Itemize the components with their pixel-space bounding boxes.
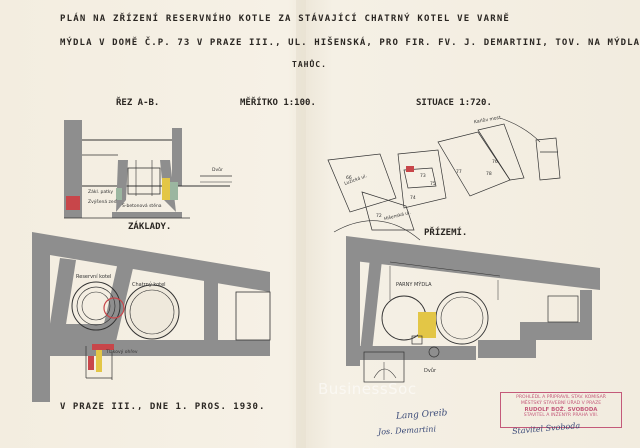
scale-heading: MĚŘÍTKO 1:100. <box>240 98 316 108</box>
support-label: Tlakový ohřev <box>106 350 138 355</box>
foundations-heading: ZÁKLADY. <box>128 222 172 232</box>
section-yard-label: Dvůr <box>212 168 223 173</box>
parcel-number: 75 <box>430 182 436 187</box>
parcel-number: 76 <box>492 160 498 165</box>
stamp-line: RUDOLF BOŽ. SVOBODA <box>524 407 598 413</box>
parcel-number: 66 <box>346 176 352 181</box>
ground-floor-heading: PŘÍZEMÍ. <box>424 228 468 238</box>
stamp-line: MĚSTSKÝ STAVEBNÍ ÚŘAD V PRAZE <box>520 401 602 406</box>
section-note: Zákl. patky <box>88 190 114 195</box>
parcel-number: 77 <box>456 170 462 175</box>
parcel-number: 78 <box>486 172 492 177</box>
ground-floor-plan <box>346 236 600 383</box>
official-stamp: PROHLÉDL A PŘIPRAVIL STAV. KOMISAŘ MĚSTS… <box>500 392 622 428</box>
section-drawing <box>64 120 232 219</box>
parcel-number: 73 <box>420 174 426 179</box>
soap-hall-label: PARNY MÝDLA <box>396 282 432 288</box>
section-heading: ŘEZ A-B. <box>116 98 160 108</box>
title-line-3: TAHŮC. <box>292 60 327 69</box>
foundations-plan <box>32 232 271 402</box>
title-line-2: MÝDLA V DOMĚ Č.P. 73 V PRAZE III., UL. H… <box>60 38 640 48</box>
stamp-line: STAVITEL A INŽENÝR PRAHA VIII. <box>523 413 599 418</box>
yard-label: Dvůr <box>424 368 437 374</box>
parcel-number: 72 <box>376 214 382 219</box>
fold-line <box>296 0 306 448</box>
section-note: Zvýšená zeď <box>88 200 117 205</box>
reserve-boiler-label: Reservní kotel <box>76 274 112 280</box>
parcel-number: 74 <box>410 196 416 201</box>
situation-heading: SITUACE 1:720. <box>416 98 492 108</box>
stamp-line: PROHLÉDL A PŘIPRAVIL STAV. KOMISAŘ <box>516 395 606 400</box>
watermark: BusinessSoc <box>318 380 417 398</box>
title-line-1: PLÁN NA ZŘÍZENÍ RESERVNÍHO KOTLE ZA STÁV… <box>60 14 511 24</box>
date-line: V PRAZE III., DNE 1. PROS. 1930. <box>60 402 266 412</box>
situation-map <box>327 117 561 241</box>
old-boiler-label: Chatrný kotel <box>132 282 166 288</box>
section-note: S-betonová stěna <box>122 204 162 209</box>
